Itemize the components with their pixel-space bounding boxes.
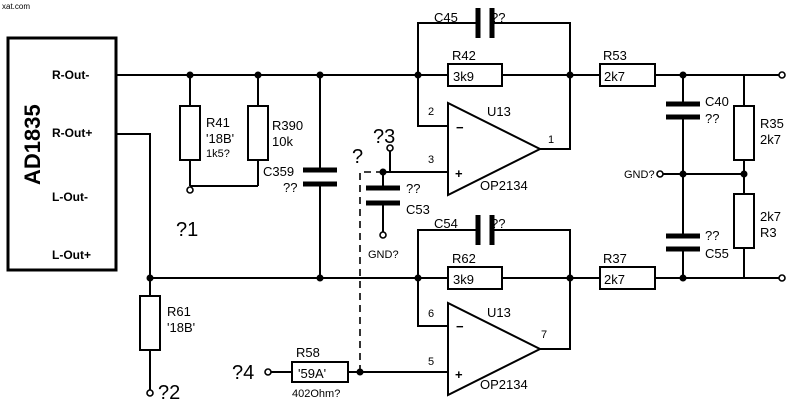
chip-pin-l-out-minus: L-Out- bbox=[52, 190, 88, 204]
c54-capacitor: C54 ?? bbox=[417, 215, 571, 278]
opamp-top-ref: U13 bbox=[487, 104, 511, 119]
r3-value: 2k7 bbox=[760, 209, 781, 224]
r3-ref: R3 bbox=[760, 225, 777, 240]
watermark: xat.com bbox=[2, 2, 30, 11]
gnd-output-label: GND? bbox=[624, 169, 655, 181]
dashed-link: ? bbox=[352, 146, 383, 372]
r37-ref: R37 bbox=[603, 251, 627, 266]
r53-resistor: 2k7 R53 bbox=[599, 48, 656, 87]
ad1835-chip: AD1835 R-Out- R-Out+ L-Out- L-Out+ bbox=[6, 36, 118, 272]
probe-4: ?4 bbox=[232, 362, 254, 384]
c40-ref: C40 bbox=[705, 94, 729, 109]
r62-ref: R62 bbox=[452, 251, 476, 266]
opamp-top-part: OP2134 bbox=[480, 178, 528, 193]
r41-resistor: R41 '18B' 1k5? ?1 bbox=[176, 75, 258, 241]
r37-resistor: 2k7 R37 bbox=[599, 251, 656, 290]
r58-note: 402Ohm? bbox=[292, 388, 340, 400]
probe-q: ? bbox=[352, 146, 363, 168]
opamp-top-pin2: 2 bbox=[428, 106, 434, 118]
r58-value: '59A' bbox=[298, 366, 326, 381]
r53-value: 2k7 bbox=[604, 69, 625, 84]
probe-2: ?2 bbox=[158, 382, 180, 404]
c45-ref: C45 bbox=[434, 10, 458, 25]
gnd-c53-label: GND? bbox=[368, 249, 399, 261]
c45-value: ?? bbox=[491, 10, 505, 25]
c55-capacitor: ?? C55 bbox=[666, 174, 729, 278]
c55-value: ?? bbox=[705, 228, 719, 243]
c359-value: ?? bbox=[283, 180, 297, 195]
r61-value: '18B' bbox=[167, 320, 195, 335]
r42-ref: R42 bbox=[452, 48, 476, 63]
top-rail-wires bbox=[116, 74, 780, 279]
opamp-bottom: − + U13 OP2134 6 5 7 bbox=[348, 278, 571, 397]
r41-value: '18B' bbox=[206, 131, 234, 146]
c53-capacitor: ?3 GND? ?? C53 bbox=[366, 126, 430, 261]
opamp-top-minus: − bbox=[456, 120, 464, 135]
chip-pin-r-out-plus: R-Out+ bbox=[52, 126, 92, 140]
r62-value: 3k9 bbox=[453, 272, 474, 287]
r390-value: 10k bbox=[272, 134, 293, 149]
opamp-bottom-ref: U13 bbox=[487, 305, 511, 320]
r53-ref: R53 bbox=[603, 48, 627, 63]
opamp-bottom-pin5: 5 bbox=[428, 356, 434, 368]
r35-resistor: R35 2k7 bbox=[683, 74, 784, 194]
c359-ref: C359 bbox=[263, 164, 294, 179]
r62-resistor: 3k9 R62 bbox=[447, 251, 503, 290]
gnd-output-node: GND? bbox=[624, 169, 744, 181]
chip-pin-l-out-plus: L-Out+ bbox=[52, 248, 91, 262]
r3-resistor: 2k7 R3 bbox=[733, 193, 781, 278]
c55-ref: C55 bbox=[705, 246, 729, 261]
r35-ref: R35 bbox=[760, 116, 784, 131]
output-terminal-bottom bbox=[778, 274, 786, 282]
opamp-bottom-pin6: 6 bbox=[428, 308, 434, 320]
chip-name: AD1835 bbox=[20, 104, 45, 185]
c54-value: ?? bbox=[491, 216, 505, 231]
opamp-top-plus: + bbox=[455, 166, 463, 181]
chip-pin-r-out-minus: R-Out- bbox=[52, 68, 89, 82]
r61-ref: R61 bbox=[167, 304, 191, 319]
probe-3: ?3 bbox=[373, 126, 395, 148]
opamp-bottom-plus: + bbox=[455, 367, 463, 382]
r35-value: 2k7 bbox=[760, 132, 781, 147]
opamp-bottom-pin7: 7 bbox=[541, 329, 547, 341]
r41-note: 1k5? bbox=[206, 148, 230, 160]
opamp-top-pin1: 1 bbox=[548, 134, 554, 146]
c40-value: ?? bbox=[705, 111, 719, 126]
output-terminal-top bbox=[778, 71, 786, 79]
r58-ref: R58 bbox=[296, 345, 320, 360]
r41-ref: R41 bbox=[206, 115, 230, 130]
c359-capacitor: C359 ?? bbox=[263, 75, 337, 278]
r61-resistor: R61 '18B' ?2 bbox=[139, 278, 195, 404]
probe-1: ?1 bbox=[176, 219, 198, 241]
r42-resistor: 3k9 R42 bbox=[447, 48, 503, 87]
c40-capacitor: C40 ?? bbox=[666, 75, 729, 174]
opamp-bottom-minus: − bbox=[456, 319, 464, 334]
r37-value: 2k7 bbox=[604, 272, 625, 287]
opamp-top: − + U13 OP2134 2 3 1 bbox=[383, 75, 571, 197]
r58-resistor: '59A' R58 402Ohm? ?4 bbox=[232, 345, 349, 400]
c53-ref: C53 bbox=[406, 202, 430, 217]
c45-capacitor: C45 ?? bbox=[417, 8, 571, 75]
r390-ref: R390 bbox=[272, 118, 303, 133]
r390-resistor: R390 10k bbox=[247, 75, 303, 186]
c53-value: ?? bbox=[406, 181, 420, 196]
opamp-top-pin3: 3 bbox=[428, 154, 434, 166]
r42-value: 3k9 bbox=[453, 69, 474, 84]
c54-ref: C54 bbox=[434, 216, 458, 231]
opamp-bottom-part: OP2134 bbox=[480, 377, 528, 392]
